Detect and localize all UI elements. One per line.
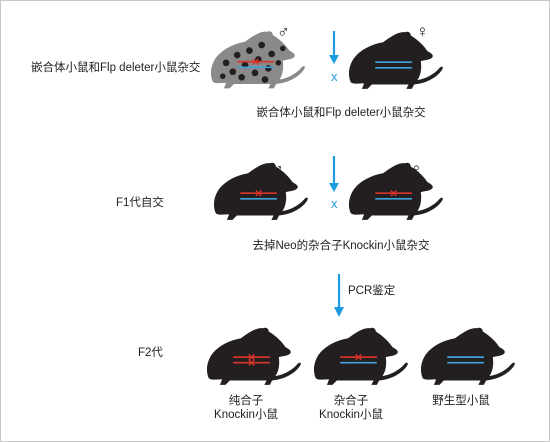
- arrowhead-1: [329, 55, 339, 64]
- row1-left-label: 嵌合体小鼠和Flp deleter小鼠杂交: [31, 62, 201, 74]
- f1-female-mouse: [348, 162, 443, 220]
- female-symbol: ♀: [410, 160, 423, 179]
- homozygous-label-line2: Knockin小鼠: [214, 409, 278, 421]
- row3-left-label: F2代: [138, 347, 163, 359]
- female-symbol: ♀: [416, 22, 429, 41]
- homozygous-label-line1: 纯合子: [228, 395, 264, 407]
- row1-caption: 嵌合体小鼠和Flp deleter小鼠杂交: [256, 107, 426, 119]
- cross-mark-2: x: [331, 196, 338, 211]
- cross-mark-1: x: [331, 69, 338, 84]
- homozygous-mouse: [206, 327, 301, 385]
- wildtype-label: 野生型小鼠: [432, 395, 490, 407]
- heterozygous-label-line1: 杂合子: [333, 395, 369, 407]
- row2-left-label: F1代自交: [116, 197, 164, 209]
- chimera-mouse: [210, 31, 305, 89]
- arrowhead-2: [329, 183, 339, 192]
- heterozygous-label-line2: Knockin小鼠: [319, 409, 383, 421]
- flp-deleter-mouse: [348, 31, 443, 89]
- wildtype-mouse: [420, 327, 515, 385]
- arrowhead-pcr: [334, 307, 344, 317]
- f1-male-mouse: [213, 162, 308, 220]
- heterozygous-mouse: [313, 327, 408, 385]
- pcr-label: PCR鉴定: [348, 285, 396, 297]
- male-symbol: ♂: [277, 22, 290, 41]
- row2-caption: 去掉Neo的杂合子Knockin小鼠杂交: [252, 240, 430, 252]
- male-symbol: ♂: [271, 160, 284, 179]
